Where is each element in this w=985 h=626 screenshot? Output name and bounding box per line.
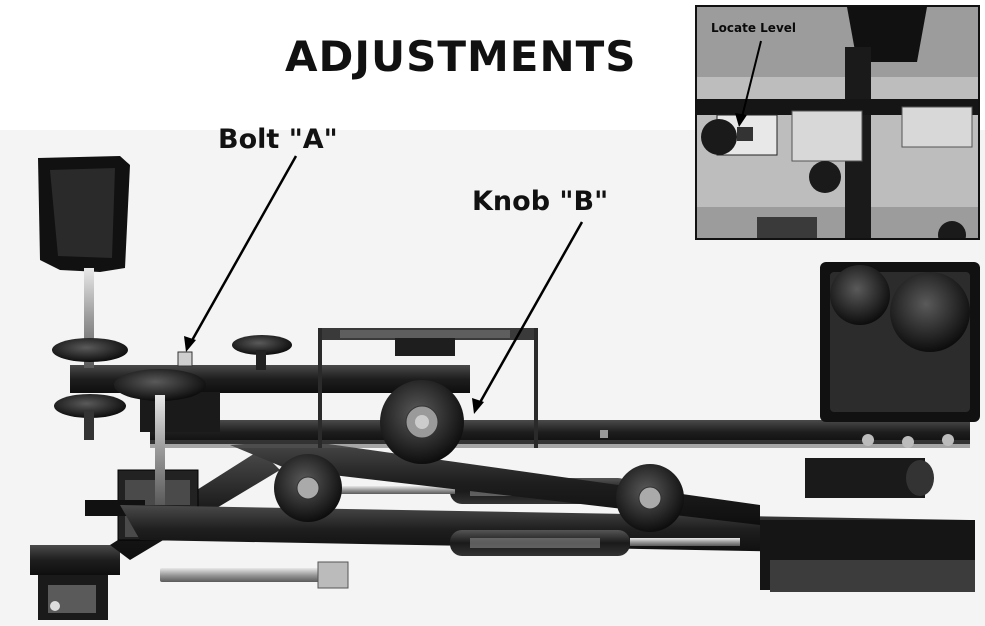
main-top-rail bbox=[150, 420, 970, 448]
knob-b-label: Knob "B" bbox=[472, 186, 609, 217]
page-title: ADJUSTMENTS bbox=[285, 32, 637, 81]
knob-b-leader-line bbox=[476, 221, 584, 407]
front-height-adjuster bbox=[114, 369, 206, 505]
accessory-tray bbox=[318, 328, 538, 448]
knob-b bbox=[380, 380, 464, 464]
lower-right-knob bbox=[616, 464, 684, 532]
bolt-a-leader-line bbox=[188, 155, 298, 345]
level-inset-photo: Locate Level bbox=[695, 5, 980, 240]
rear-stock-rest bbox=[805, 262, 980, 498]
inset-label: Locate Level bbox=[711, 21, 797, 35]
lower-gas-shock bbox=[450, 530, 740, 556]
level-inset-illustration bbox=[697, 7, 978, 238]
level-leader-line bbox=[740, 40, 762, 122]
bolt-a-label: Bolt "A" bbox=[218, 124, 338, 155]
bolt-a bbox=[177, 351, 193, 367]
lower-left-knob bbox=[274, 454, 342, 522]
front-rest-cradle bbox=[38, 156, 130, 440]
elevation-knob bbox=[232, 335, 292, 355]
